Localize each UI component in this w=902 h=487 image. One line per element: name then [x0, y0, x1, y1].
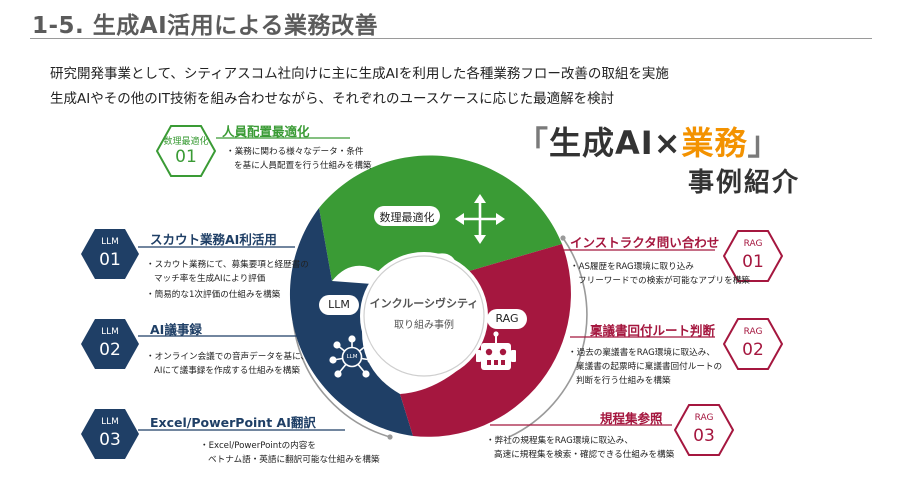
- page-title: 1-5. 生成AI活用による業務改善: [32, 13, 378, 39]
- desc-line: ・業務に関わる様々なデータ・条件: [226, 147, 364, 157]
- case-desc-rag1: ・AS履歴をRAG環境に取り込み フリーワードでの検索が可能なアプリを構築: [570, 260, 750, 288]
- desc-line: 稟議書の起票時に稟議書回付ルートの: [576, 362, 723, 372]
- case-title-llm2: AI議事録: [150, 322, 202, 337]
- hex-tag: LLM: [101, 417, 119, 427]
- desc-line: ・簡易的な1次評価の仕組みを構築: [146, 290, 281, 300]
- center-disc: [360, 252, 488, 380]
- case-desc-opt1: ・業務に関わる様々なデータ・条件 を基に人員配置を行う仕組みを構築: [226, 145, 372, 173]
- desc-line: を基に人員配置を行う仕組みを構築: [234, 161, 372, 171]
- center-subtitle: 取り組み事例: [394, 320, 454, 331]
- desc-line: AIにて議事録を作成する仕組みを構築: [154, 366, 300, 376]
- headline-business: 業務: [681, 124, 748, 162]
- case-desc-llm2: ・オンライン会議での音声データを基に、 AIにて議事録を作成する仕組みを構築: [146, 350, 309, 378]
- case-title-rag2: 稟議書回付ルート判断: [590, 323, 716, 338]
- case-title-rag3: 規程集参照: [600, 411, 663, 426]
- segment-llm: [289, 208, 413, 436]
- headline-genai: 生成AI×: [549, 124, 682, 162]
- hex-rag-02: RAG 02: [723, 318, 783, 370]
- robot-icon: [476, 331, 516, 370]
- case-desc-llm3: ・Excel/PowerPointの内容を ベトナム語・英語に翻訳可能な仕組みを…: [200, 439, 380, 467]
- hex-rag-03: RAG 03: [674, 404, 734, 456]
- case-title-llm1: スカウト業務AI利活用: [150, 232, 277, 247]
- desc-line: ・Excel/PowerPointの内容を: [200, 441, 316, 451]
- rag-label-pill: [487, 309, 527, 329]
- hex-number: 03: [99, 430, 121, 450]
- case-title-rag1: インストラクタ問い合わせ: [570, 235, 720, 250]
- desc-line: ・AS履歴をRAG環境に取り込み: [570, 262, 694, 272]
- intro-line-2: 生成AIやその他のIT技術を組み合わせながら、それぞれのユースケースに応じた最適…: [50, 91, 615, 107]
- hex-tag: 数理最適化: [163, 137, 209, 147]
- hex-optimization-01: 数理最適化 01: [156, 125, 216, 177]
- hex-llm-02: LLM 02: [80, 318, 140, 370]
- desc-line: ・オンライン会議での音声データを基に、: [146, 352, 310, 362]
- headline: 「生成AI×業務」: [516, 118, 781, 164]
- rag-label: RAG: [495, 312, 519, 325]
- llm-label: LLM: [328, 298, 350, 311]
- hex-tag: RAG: [743, 327, 763, 337]
- hex-number: 01: [742, 252, 764, 272]
- desc-line: 判断を行う仕組みを構築: [576, 376, 671, 386]
- center-ring: [363, 255, 485, 377]
- hex-tag: RAG: [694, 413, 714, 423]
- hex-llm-01: LLM 01: [80, 228, 140, 280]
- hex-number: 02: [99, 340, 121, 360]
- hex-llm-03: LLM 03: [80, 408, 140, 460]
- case-title-opt1: 人員配置最適化: [222, 124, 310, 139]
- headline-sub: 事例紹介: [688, 168, 801, 198]
- segment-rag: [400, 244, 571, 437]
- hex-tag: LLM: [101, 327, 119, 337]
- outer-arc-right: [508, 237, 588, 438]
- llm-label-pill: [319, 295, 359, 315]
- hex-number: 03: [693, 426, 715, 446]
- hex-tag: LLM: [101, 237, 119, 247]
- desc-line: ・スカウト業務にて、募集要項と経歴書の: [146, 260, 309, 270]
- desc-line: ・弊社の規程集をRAG環境に取込み、: [486, 436, 633, 446]
- desc-line: ベトナム語・英語に翻訳可能な仕組みを構築: [208, 455, 380, 465]
- hex-number: 02: [742, 340, 764, 360]
- desc-line: マッチ率を生成AIにより評価: [154, 274, 266, 284]
- move-arrows-icon: [455, 194, 505, 244]
- hex-number: 01: [99, 250, 121, 270]
- case-desc-llm1: ・スカウト業務にて、募集要項と経歴書の マッチ率を生成AIにより評価 ・簡易的な…: [146, 258, 309, 302]
- headline-bracket-close: 」: [747, 124, 781, 162]
- segment-optimization: [319, 155, 562, 281]
- neural-network-icon: [329, 335, 375, 378]
- case-desc-rag3: ・弊社の規程集をRAG環境に取込み、 高速に規程集を検索・確認できる仕組みを構築: [486, 434, 674, 462]
- hex-tag: RAG: [743, 239, 763, 249]
- case-desc-rag2: ・過去の稟議書をRAG環境に取込み、 稟議書の起票時に稟議書回付ルートの 判断を…: [568, 346, 722, 388]
- center-title: インクルーシヴシティ: [369, 297, 479, 310]
- case-title-llm3: Excel/PowerPoint AI翻訳: [150, 415, 316, 430]
- outer-arc-dot-right: [560, 235, 566, 241]
- title-divider: [30, 38, 872, 39]
- hex-number: 01: [175, 147, 197, 167]
- optimization-label-pill: [374, 206, 440, 226]
- desc-line: フリーワードでの検索が可能なアプリを構築: [578, 276, 750, 286]
- desc-line: 高速に規程集を検索・確認できる仕組みを構築: [494, 450, 675, 460]
- headline-bracket-open: 「: [516, 124, 550, 162]
- llm-icon-label: LLM: [346, 354, 358, 360]
- connector-lines: [138, 137, 715, 431]
- desc-line: ・過去の稟議書をRAG環境に取込み、: [568, 348, 715, 358]
- hex-rag-01: RAG 01: [723, 230, 783, 282]
- optimization-label: 数理最適化: [379, 211, 435, 224]
- intro-line-1: 研究開発事業として、シティアスコム社向けに主に生成AIを利用した各種業務フロー改…: [50, 66, 669, 82]
- outer-arc-dot-bottom: [387, 434, 393, 440]
